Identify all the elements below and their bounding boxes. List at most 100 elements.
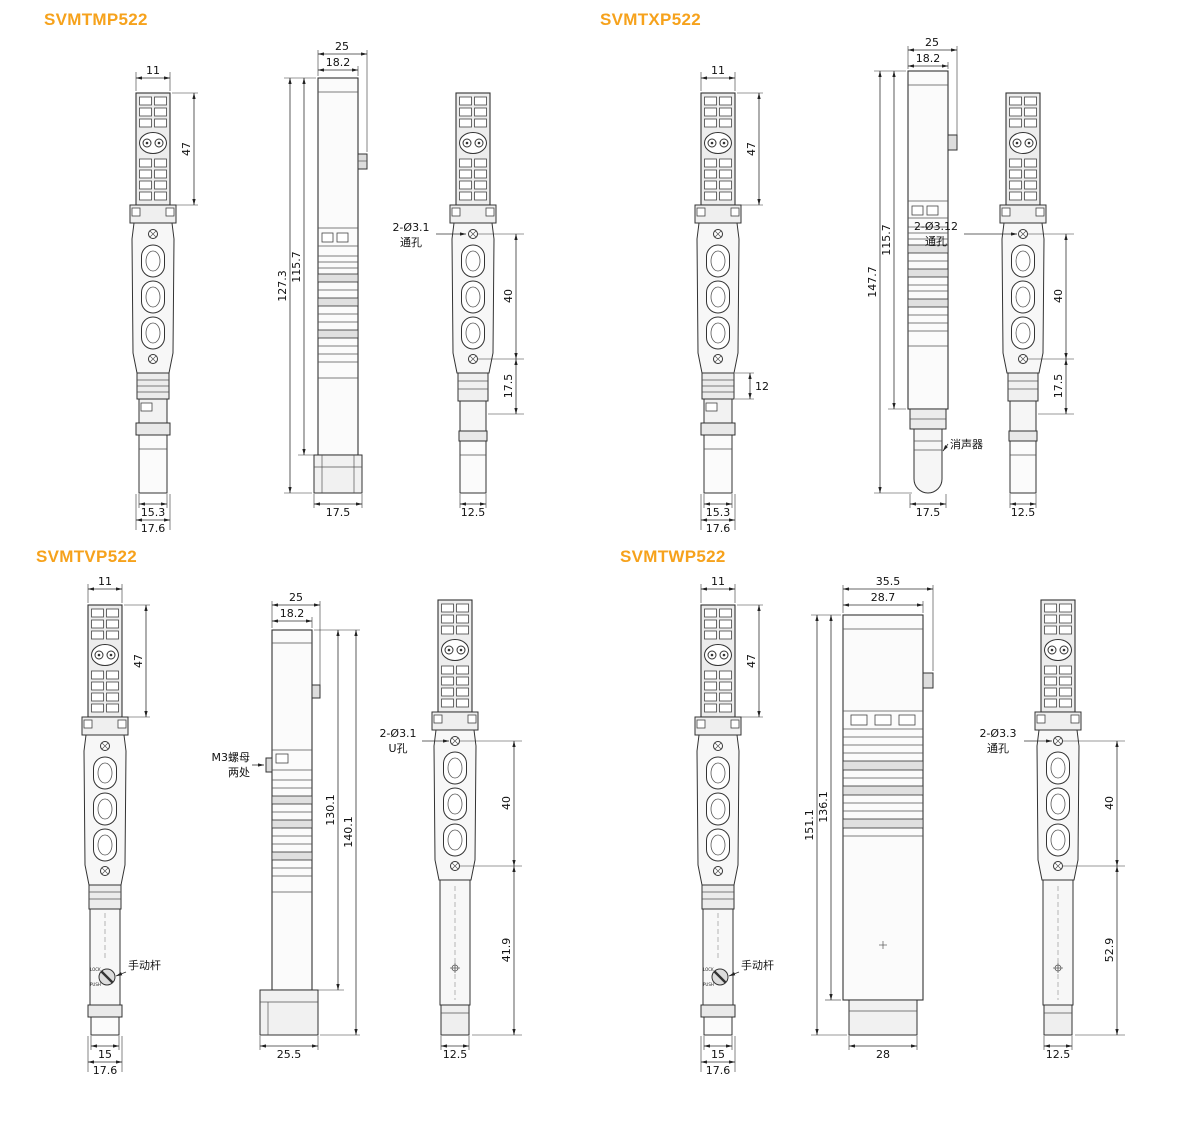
panel-svmtvp522: SVMTVP522 11 47 手动杆 15 17.6: [20, 545, 580, 1105]
dim-value: 11: [146, 64, 160, 77]
dim-value: 25.5: [277, 1048, 302, 1061]
dim-value: 41.9: [500, 938, 513, 963]
dim-value: 18.2: [326, 56, 351, 69]
dim-connector-height: 47: [124, 604, 150, 718]
model-title: SVMTMP522: [44, 10, 148, 29]
dim-front-top-width: 11: [87, 575, 123, 603]
dimension-drawing: 11 47 12 15.3 17.6 25: [598, 38, 1074, 535]
dim-value: 17.6: [141, 522, 166, 535]
dim-value: 28.7: [871, 591, 896, 604]
dim-lower-section: 41.9: [472, 865, 522, 1036]
side-view: [907, 70, 958, 494]
dim-value: 12.5: [1011, 506, 1036, 519]
dim-right-bottom: 12.5: [1009, 494, 1037, 519]
note-text: 手动杆: [741, 958, 774, 972]
dim-value: 15: [711, 1048, 725, 1061]
note-text: 2-Ø3.3: [979, 727, 1016, 740]
dim-side-outer-width: 25: [317, 40, 368, 152]
right-view: [1035, 600, 1081, 1035]
note-text: 2-Ø3.1: [392, 221, 429, 234]
dim-value: 40: [500, 796, 513, 810]
dim-value: 11: [711, 575, 725, 588]
note-text: 两处: [228, 766, 250, 779]
dim-value: 11: [98, 575, 112, 588]
dim-value: 127.3: [276, 270, 289, 302]
dim-lower-section: 17.5: [488, 358, 524, 415]
dim-right-bottom: 12.5: [459, 494, 487, 519]
dim-front-top-width: 11: [700, 575, 736, 603]
note-text: 消声器: [950, 437, 983, 451]
dim-value: 25: [289, 591, 303, 604]
model-title: SVMTVP522: [36, 547, 137, 566]
note-through-hole: 2-Ø3.1 通孔: [392, 221, 467, 249]
dim-connector-height: 47: [172, 92, 198, 206]
dim-side-bottom: 17.5: [909, 494, 947, 519]
front-view: [695, 605, 741, 1035]
dim-front-top-width: 11: [135, 64, 171, 91]
dim-front-top-width: 11: [700, 64, 736, 91]
dim-front-bottom-outer: 17.6: [700, 494, 736, 535]
dim-value: 15: [98, 1048, 112, 1061]
dim-side-outer-width: 25: [271, 591, 321, 685]
note-text: 通孔: [987, 742, 1009, 755]
panel-svmtxp522: SVMTXP522 11 47 12 15.3 17.6: [598, 8, 1158, 568]
right-view: [450, 93, 496, 493]
dim-value: 15.3: [706, 506, 731, 519]
dim-value: 52.9: [1103, 938, 1116, 963]
side-view: [313, 77, 368, 494]
dim-front-bottom-outer: 17.6: [87, 1036, 123, 1077]
note-text: M3螺母: [212, 751, 251, 764]
note-text: 2-Ø3.12: [914, 220, 958, 233]
note-manual-lever: 手动杆: [728, 958, 774, 977]
dim-front-bottom-inner: 15: [703, 1036, 733, 1061]
dim-value: 147.7: [866, 266, 879, 298]
dim-value: 40: [1052, 289, 1065, 303]
dim-value: 12.5: [443, 1048, 468, 1061]
dimension-drawing: 11 47 15.3 17.6 25 18.2: [28, 40, 524, 535]
dim-side-bottom: 25.5: [259, 1036, 319, 1061]
dim-value: 136.1: [817, 791, 830, 823]
dim-value: 18.2: [916, 52, 941, 65]
dim-hole-span: 40: [478, 233, 524, 360]
dim-value: 17.6: [93, 1064, 118, 1077]
dim-value: 11: [711, 64, 725, 77]
model-title: SVMTXP522: [600, 10, 701, 29]
front-view: [82, 605, 128, 1035]
dim-side-inner-width: 18.2: [271, 607, 313, 628]
dim-value: 25: [335, 40, 349, 53]
dim-value: 17.5: [916, 506, 941, 519]
dim-value: 17.5: [502, 374, 515, 399]
dim-value: 12.5: [461, 506, 486, 519]
dim-hole-span: 40: [1063, 740, 1125, 867]
dim-side-inner-height: 130.1: [314, 629, 360, 991]
dim-value: 151.1: [803, 809, 816, 841]
dim-connector-height: 47: [737, 604, 763, 718]
model-title: SVMTWP522: [620, 547, 726, 566]
dim-value: 140.1: [342, 816, 355, 848]
note-text: 通孔: [400, 236, 422, 249]
dim-lower-section: 52.9: [1075, 865, 1125, 1036]
dimension-drawing: 11 47 手动杆 15 17.6 25 18.2: [20, 575, 522, 1077]
dim-value: 25: [925, 38, 939, 49]
side-view: [842, 614, 934, 1036]
dim-side-outer-width: 35.5: [842, 575, 934, 671]
dimension-drawing: 11 47 手动杆 15 17.6 35.5 28.7: [608, 575, 1125, 1077]
dim-value: 115.7: [880, 224, 893, 256]
dim-value: 40: [1103, 796, 1116, 810]
note-through-hole: 2-Ø3.12 通孔: [914, 220, 1018, 248]
dim-value: 12: [755, 380, 769, 393]
dim-side-outer-height: 151.1: [803, 614, 847, 1036]
dim-value: 28: [876, 1048, 890, 1061]
dim-value: 47: [745, 654, 758, 668]
note-muffler: 消声器: [942, 437, 983, 452]
dim-value: 115.7: [290, 251, 303, 283]
dim-front-bottom-outer: 17.6: [700, 1036, 736, 1077]
note-text: 2-Ø3.1: [379, 727, 416, 740]
dim-side-outer-height: 140.1: [320, 629, 360, 1036]
dim-right-bottom: 12.5: [1043, 1036, 1073, 1061]
dim-side-outer-height: 147.7: [866, 70, 912, 494]
dim-value: 17.6: [706, 522, 731, 535]
dim-value: 15.3: [141, 506, 166, 519]
dim-hole-span: 40: [460, 740, 522, 867]
